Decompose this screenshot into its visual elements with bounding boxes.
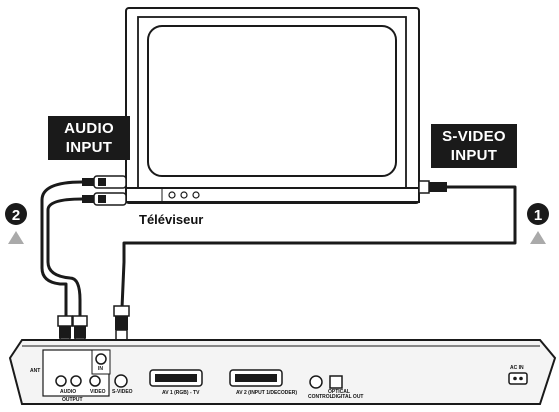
cables — [40, 180, 517, 320]
scart-av2-pins — [235, 374, 277, 382]
svideo-input-label: S-VIDEO INPUT — [431, 124, 517, 168]
control-jack — [309, 375, 323, 389]
tv-screen — [147, 25, 397, 177]
svideo-plug-band — [115, 316, 128, 330]
tv-svideo-jack — [418, 180, 447, 194]
tv-button — [168, 191, 176, 199]
label-audio: AUDIO — [60, 389, 76, 395]
label-control: CONTROL — [308, 394, 333, 400]
svideo-input-line2: INPUT — [450, 147, 498, 164]
label-output: OUTPUT — [62, 397, 83, 403]
video-jack — [89, 375, 101, 387]
audio-jack — [55, 375, 67, 387]
recorder-rear-panel — [8, 339, 557, 405]
label-video: VIDEO — [90, 389, 106, 395]
audio-plug-bottom-band — [98, 195, 106, 203]
plug-band — [74, 326, 86, 338]
ac-pin — [513, 376, 517, 381]
audio-plug-top-band — [98, 178, 106, 186]
optical-jack — [329, 375, 343, 389]
audio-cable-inner — [46, 197, 84, 320]
plug-band — [59, 326, 71, 338]
audio-plug-top-sleeve — [82, 178, 94, 186]
label-av2: AV 2 (INPUT 1/DECODER) — [236, 390, 297, 396]
svideo-plug — [113, 305, 130, 317]
audio-input-line2: INPUT — [65, 139, 113, 156]
label-optical: OPTICAL — [328, 389, 350, 395]
ac-pin — [519, 376, 523, 381]
label-svideo: S-VIDEO — [112, 389, 133, 395]
svideo-plug-body — [418, 180, 430, 194]
step-1-badge — [527, 203, 549, 225]
tv-audio-plugs — [82, 175, 127, 206]
svideo-out-jack — [114, 374, 128, 388]
tv-button — [192, 191, 200, 199]
label-in: IN — [98, 366, 103, 372]
step-1-marker: 1 — [527, 203, 549, 244]
plug — [72, 315, 88, 327]
step-2-badge — [5, 203, 27, 225]
tv-caption: Téléviseur — [139, 212, 204, 227]
step-2-arrow-icon — [8, 231, 24, 244]
audio-input-line1: AUDIO — [64, 120, 114, 137]
tv-button — [180, 191, 188, 199]
step-1-number: 1 — [534, 207, 542, 224]
step-2-marker: 2 — [5, 203, 27, 244]
audio-input-label: AUDIO INPUT — [48, 116, 130, 160]
ac-inlet — [508, 372, 528, 385]
step-1-arrow-icon — [530, 231, 546, 244]
panel-labels: ANT AUDIO VIDEO OUTPUT S-VIDEO IN AV 1 (… — [30, 365, 524, 403]
scart-av1-pins — [155, 374, 197, 382]
television — [125, 7, 420, 204]
label-ac-in: AC IN — [510, 365, 524, 371]
step-2-number: 2 — [12, 207, 20, 224]
label-av1: AV 1 (RGB) - TV — [162, 390, 200, 396]
plug — [57, 315, 73, 327]
svideo-input-line1: S-VIDEO — [442, 128, 506, 145]
label-digital-out: DIGITAL OUT — [332, 394, 363, 400]
audio-jack — [70, 375, 82, 387]
svideo-plug-sleeve — [429, 182, 447, 192]
audio-plug-bottom-sleeve — [82, 195, 94, 203]
audio-cable-outer — [40, 180, 84, 320]
svideo-cable — [120, 185, 517, 310]
svideo-in-jack — [95, 353, 107, 365]
label-ant: ANT — [30, 368, 40, 374]
